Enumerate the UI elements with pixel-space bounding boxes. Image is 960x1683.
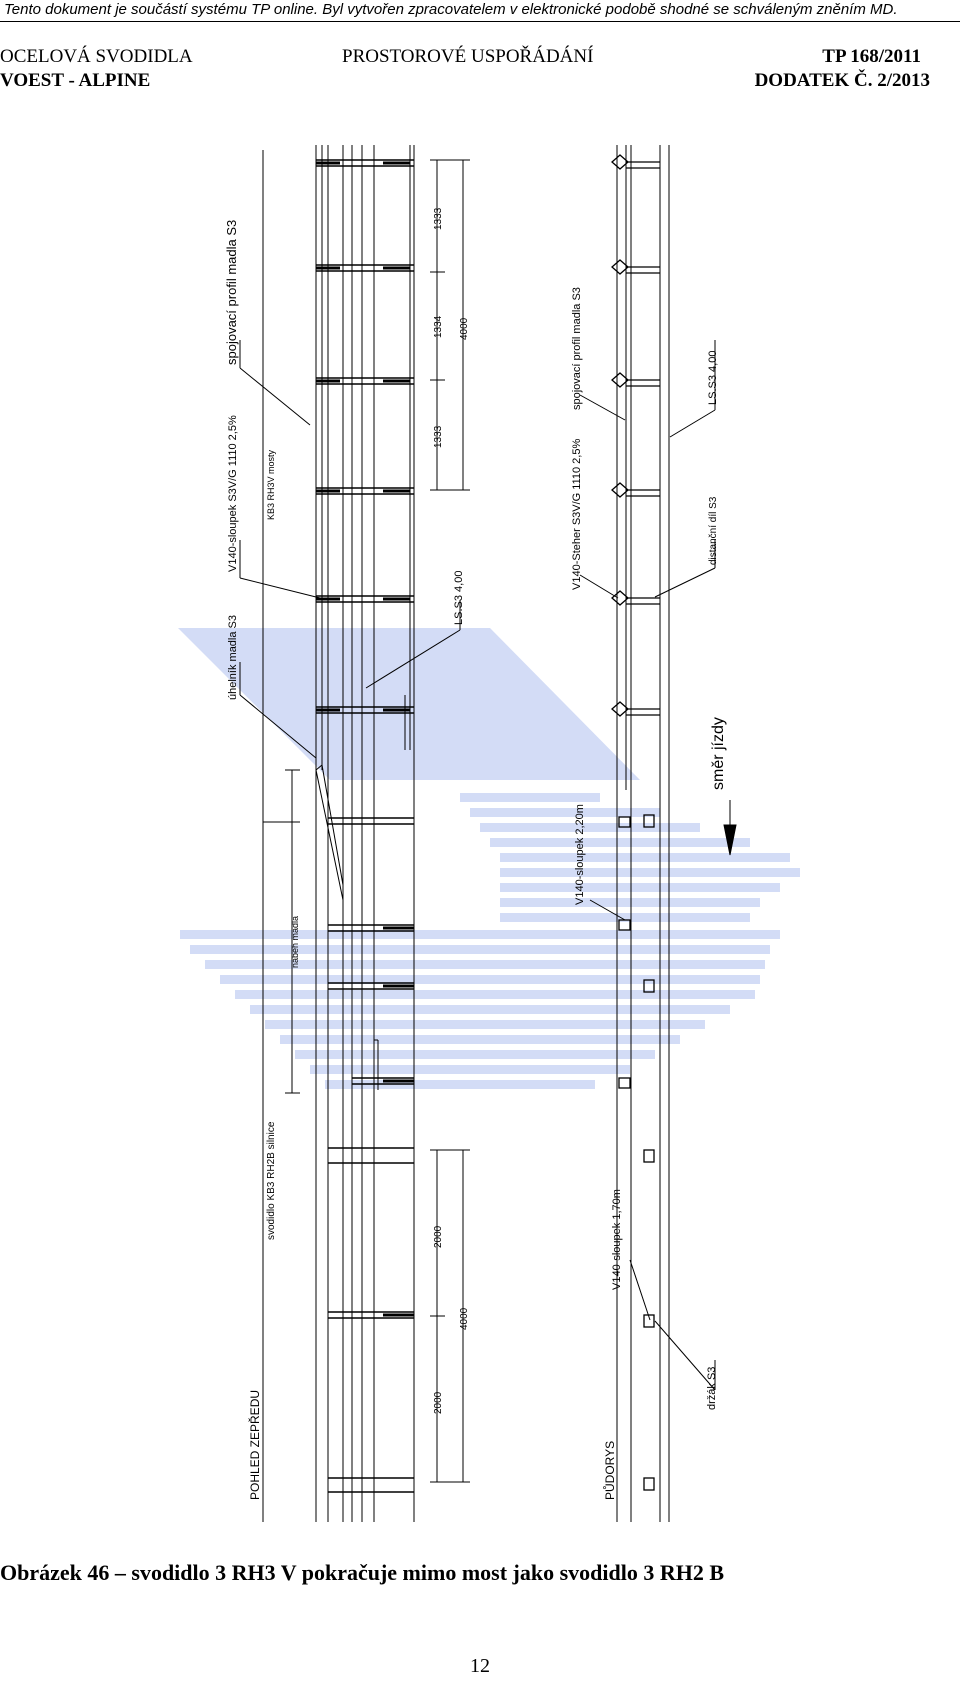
label-nabeh: náběh madla (290, 916, 300, 968)
page-number: 12 (470, 1655, 490, 1677)
dim-2000-b: 2000 (433, 1391, 444, 1414)
dim-1333-a: 1333 (433, 207, 444, 230)
label-v140-220: V140-sloupek 2,20m (574, 804, 586, 905)
dim-4000-b: 4000 (459, 1307, 470, 1330)
label-uhelnik: úhelník madla S3 (227, 615, 239, 700)
dim-1333-b: 1333 (433, 425, 444, 448)
front-view (239, 145, 470, 1522)
label-lss3-left: LS.S3 4,00 (453, 571, 465, 625)
dim-4000-a: 4000 (459, 317, 470, 340)
label-v140-170: V140-sloupek 1,70m (611, 1189, 623, 1290)
header-right-line1: TP 168/2011 (822, 46, 921, 67)
label-spojovaci-right: spojovací profil madla S3 (571, 287, 583, 410)
plan-view (579, 145, 737, 1522)
label-lss3-right: LS.S3 4,00 (707, 351, 719, 405)
header-center: PROSTOROVÉ USPOŘÁDÁNÍ (342, 46, 594, 67)
header-left-line2: VOEST - ALPINE (0, 70, 151, 91)
notice-divider (0, 21, 960, 22)
drawing-labels: spojovací profil madla S3 V140-sloupek S… (224, 207, 727, 1500)
label-v140-steher: V140-Steher S3V/G 1110 2,5% (571, 439, 583, 590)
label-pudorys: PŮDORYS (602, 1441, 617, 1500)
dim-2000-a: 2000 (433, 1225, 444, 1248)
header-left-line1: OCELOVÁ SVODIDLA (0, 46, 193, 67)
label-svodidlo-kb3: svodidlo KB3 RH2B silnice (266, 1121, 277, 1240)
label-spojovaci-left: spojovací profil madla S3 (224, 220, 239, 365)
tp-online-notice: Tento dokument je součástí systému TP on… (4, 1, 898, 18)
figure-caption: Obrázek 46 – svodidlo 3 RH3 V pokračuje … (0, 1560, 725, 1585)
technical-drawing: spojovací profil madla S3 V140-sloupek S… (178, 145, 800, 1522)
label-smer: směr jízdy (710, 717, 727, 790)
dim-1334: 1334 (433, 315, 444, 338)
header-right-line2: DODATEK Č. 2/2013 (754, 70, 930, 91)
label-distancni: distanční díl S3 (708, 496, 719, 565)
label-drzak: držák S3 (706, 1367, 718, 1410)
label-pohled: POHLED ZEPŘEDU (247, 1390, 262, 1500)
watermark-logo (178, 628, 800, 1089)
label-v140-s3vg-left: V140-sloupek S3V/G 1110 2,5% (227, 415, 239, 572)
label-kb3-rh3v: KB3 RH3V mosty (266, 449, 276, 520)
